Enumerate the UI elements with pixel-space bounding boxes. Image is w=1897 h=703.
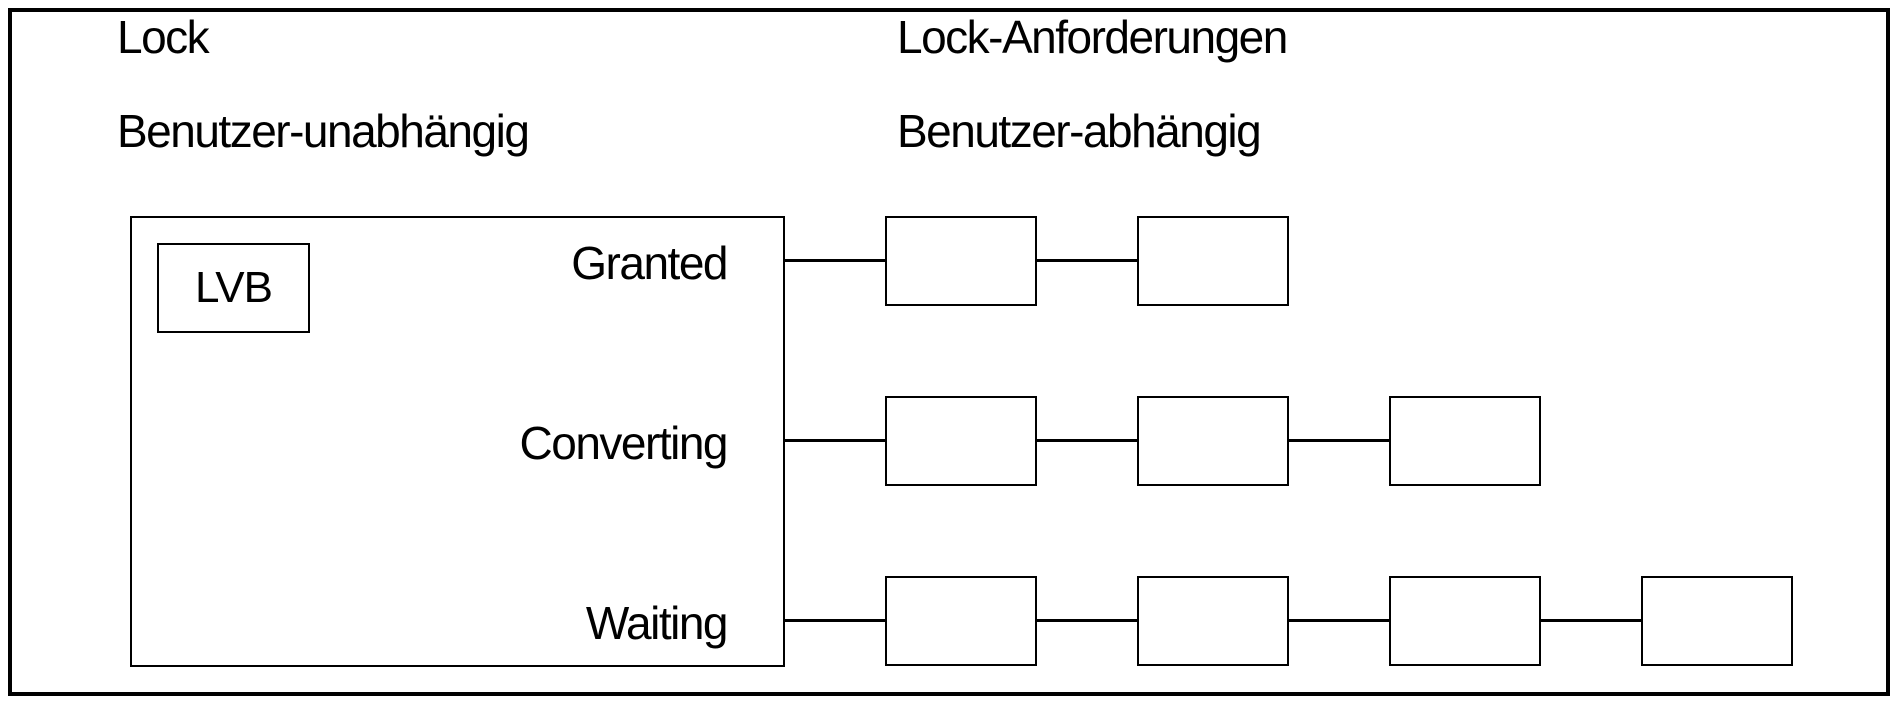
- queue-label-granted: Granted: [571, 237, 728, 289]
- heading-lock-anforderungen: Lock-Anforderungen: [897, 11, 1288, 63]
- request-box-granted-1: [885, 216, 1037, 306]
- request-connector-waiting-1: [785, 619, 885, 622]
- queue-row-waiting: Waiting: [0, 576, 1897, 666]
- diagram-frame: [8, 8, 1890, 696]
- queue-label-converting: Converting: [519, 417, 729, 469]
- request-connector-waiting-2: [1037, 619, 1137, 622]
- request-box-waiting-3: [1389, 576, 1541, 666]
- lvb-box: LVB: [157, 243, 310, 333]
- request-connector-waiting-3: [1289, 619, 1389, 622]
- request-box-waiting-1: [885, 576, 1037, 666]
- request-box-granted-2: [1137, 216, 1289, 306]
- request-box-converting-1: [885, 396, 1037, 486]
- request-connector-granted-1: [785, 259, 885, 262]
- heading-lock: Lock: [117, 11, 210, 63]
- request-connector-converting-1: [785, 439, 885, 442]
- queue-row-granted: Granted: [0, 216, 1897, 306]
- request-box-waiting-2: [1137, 576, 1289, 666]
- heading-benutzer-unabhaengig: Benutzer-unabhängig: [117, 105, 530, 157]
- request-connector-converting-2: [1037, 439, 1137, 442]
- request-box-waiting-4: [1641, 576, 1793, 666]
- queue-row-converting: Converting: [0, 396, 1897, 486]
- request-box-converting-2: [1137, 396, 1289, 486]
- request-connector-converting-3: [1289, 439, 1389, 442]
- lvb-label: LVB: [195, 263, 273, 312]
- request-connector-waiting-4: [1541, 619, 1641, 622]
- request-box-converting-3: [1389, 396, 1541, 486]
- heading-benutzer-abhaengig: Benutzer-abhängig: [897, 105, 1262, 157]
- queue-label-waiting: Waiting: [585, 597, 729, 649]
- request-connector-granted-2: [1037, 259, 1137, 262]
